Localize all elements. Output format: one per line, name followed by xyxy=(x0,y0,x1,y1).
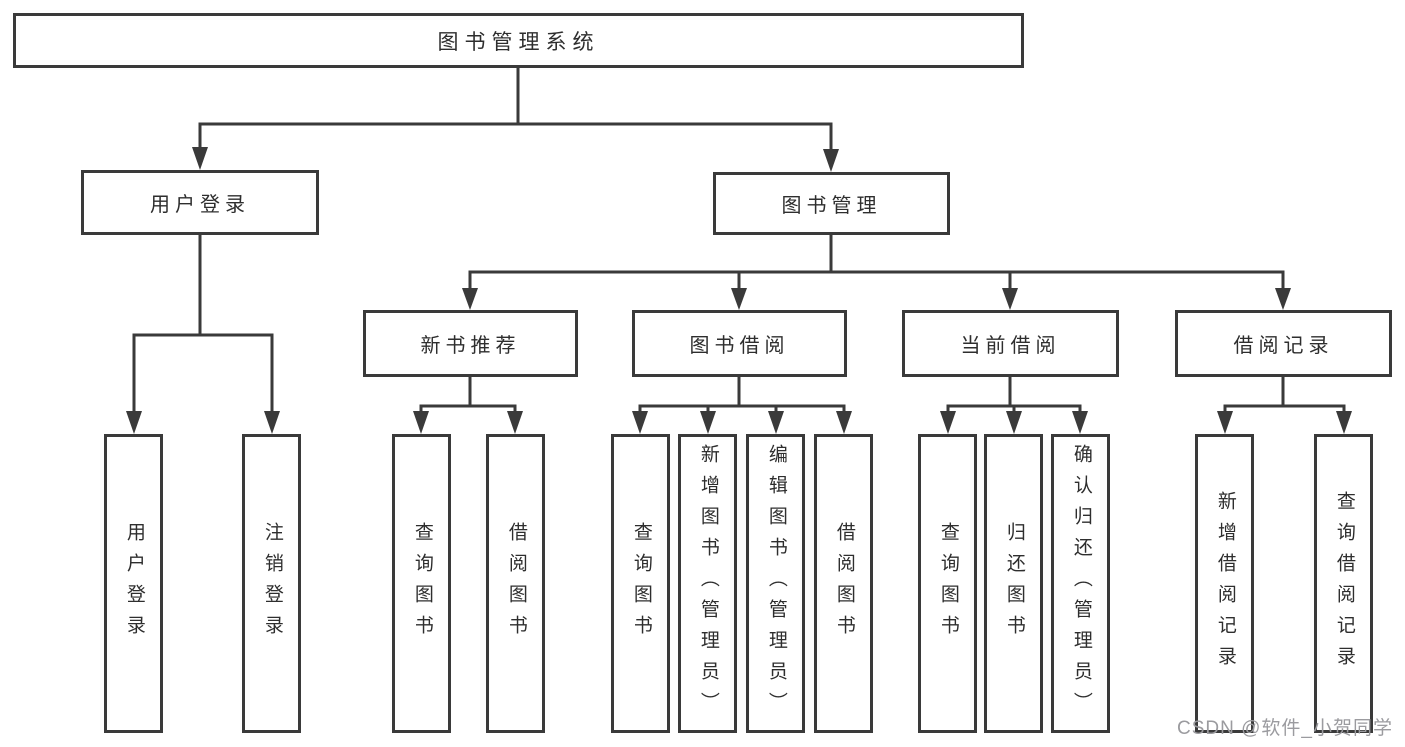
arrowhead xyxy=(836,411,852,434)
leaf-borrow-books-label: 借阅图书 xyxy=(505,521,527,646)
leaf-user-login-label: 用户登录 xyxy=(123,521,145,646)
arrowhead xyxy=(264,411,280,434)
node-book-management-label: 图书管理 xyxy=(781,195,882,217)
arrowhead xyxy=(1072,411,1088,434)
arrowhead xyxy=(940,411,956,434)
leaf-add-borrow-record-label: 新增借阅记录 xyxy=(1214,490,1236,677)
leaf-borrow-books-label: 借阅图书 xyxy=(833,521,855,646)
node-library-management-system-label: 图书管理系统 xyxy=(437,30,600,54)
arrowhead xyxy=(632,411,648,434)
leaf-borrow-books: 借阅图书 xyxy=(486,434,545,733)
leaf-query-borrow-record-label: 查询借阅记录 xyxy=(1333,490,1355,677)
arrowhead xyxy=(1006,411,1022,434)
leaf-add-borrow-record: 新增借阅记录 xyxy=(1195,434,1254,733)
arrowhead xyxy=(413,411,429,434)
leaf-borrow-books: 借阅图书 xyxy=(814,434,873,733)
leaf-logout-label: 注销登录 xyxy=(261,521,283,646)
leaf-add-book-admin: 新增图书（管理员） xyxy=(678,434,737,733)
leaf-return-books: 归还图书 xyxy=(984,434,1043,733)
node-new-book-recommend: 新书推荐 xyxy=(363,310,578,377)
leaf-query-books: 查询图书 xyxy=(918,434,977,733)
node-current-borrowing: 当前借阅 xyxy=(902,310,1119,377)
arrowhead xyxy=(1336,411,1352,434)
leaf-logout: 注销登录 xyxy=(242,434,301,733)
arrowhead xyxy=(731,288,747,310)
leaf-query-books: 查询图书 xyxy=(611,434,670,733)
leaf-edit-book-admin-label: 编辑图书（管理员） xyxy=(765,444,787,723)
leaf-add-book-admin-label: 新增图书（管理员） xyxy=(697,444,719,723)
watermark: CSDN @软件_小贺同学 xyxy=(1177,718,1393,739)
arrowhead xyxy=(462,288,478,310)
node-user-login: 用户登录 xyxy=(81,170,319,235)
arrowhead xyxy=(192,147,208,170)
leaf-edit-book-admin: 编辑图书（管理员） xyxy=(746,434,805,733)
node-book-management: 图书管理 xyxy=(713,172,950,235)
node-new-book-recommend-label: 新书推荐 xyxy=(420,335,521,357)
arrowhead xyxy=(768,411,784,434)
arrowhead xyxy=(126,411,142,434)
node-user-login-label: 用户登录 xyxy=(150,194,250,216)
leaf-query-books-label: 查询图书 xyxy=(937,521,959,646)
arrowheads xyxy=(126,147,1352,434)
node-borrowing-records-label: 借阅记录 xyxy=(1233,335,1334,357)
leaf-query-borrow-record: 查询借阅记录 xyxy=(1314,434,1373,733)
leaf-user-login: 用户登录 xyxy=(104,434,163,733)
leaf-return-books-label: 归还图书 xyxy=(1003,521,1025,646)
node-book-borrowing: 图书借阅 xyxy=(632,310,847,377)
leaf-query-books-label: 查询图书 xyxy=(411,521,433,646)
leaf-query-books: 查询图书 xyxy=(392,434,451,733)
arrowhead xyxy=(1217,411,1233,434)
arrowhead xyxy=(507,411,523,434)
node-library-management-system: 图书管理系统 xyxy=(13,13,1024,68)
node-borrowing-records: 借阅记录 xyxy=(1175,310,1392,377)
leaf-confirm-return-admin: 确认归还（管理员） xyxy=(1051,434,1110,733)
arrowhead xyxy=(823,149,839,172)
arrowhead xyxy=(1002,288,1018,310)
node-book-borrowing-label: 图书借阅 xyxy=(689,335,790,357)
leaf-query-books-label: 查询图书 xyxy=(630,521,652,646)
arrowhead xyxy=(700,411,716,434)
node-current-borrowing-label: 当前借阅 xyxy=(960,335,1061,357)
leaf-confirm-return-admin-label: 确认归还（管理员） xyxy=(1070,444,1092,723)
arrowhead xyxy=(1275,288,1291,310)
